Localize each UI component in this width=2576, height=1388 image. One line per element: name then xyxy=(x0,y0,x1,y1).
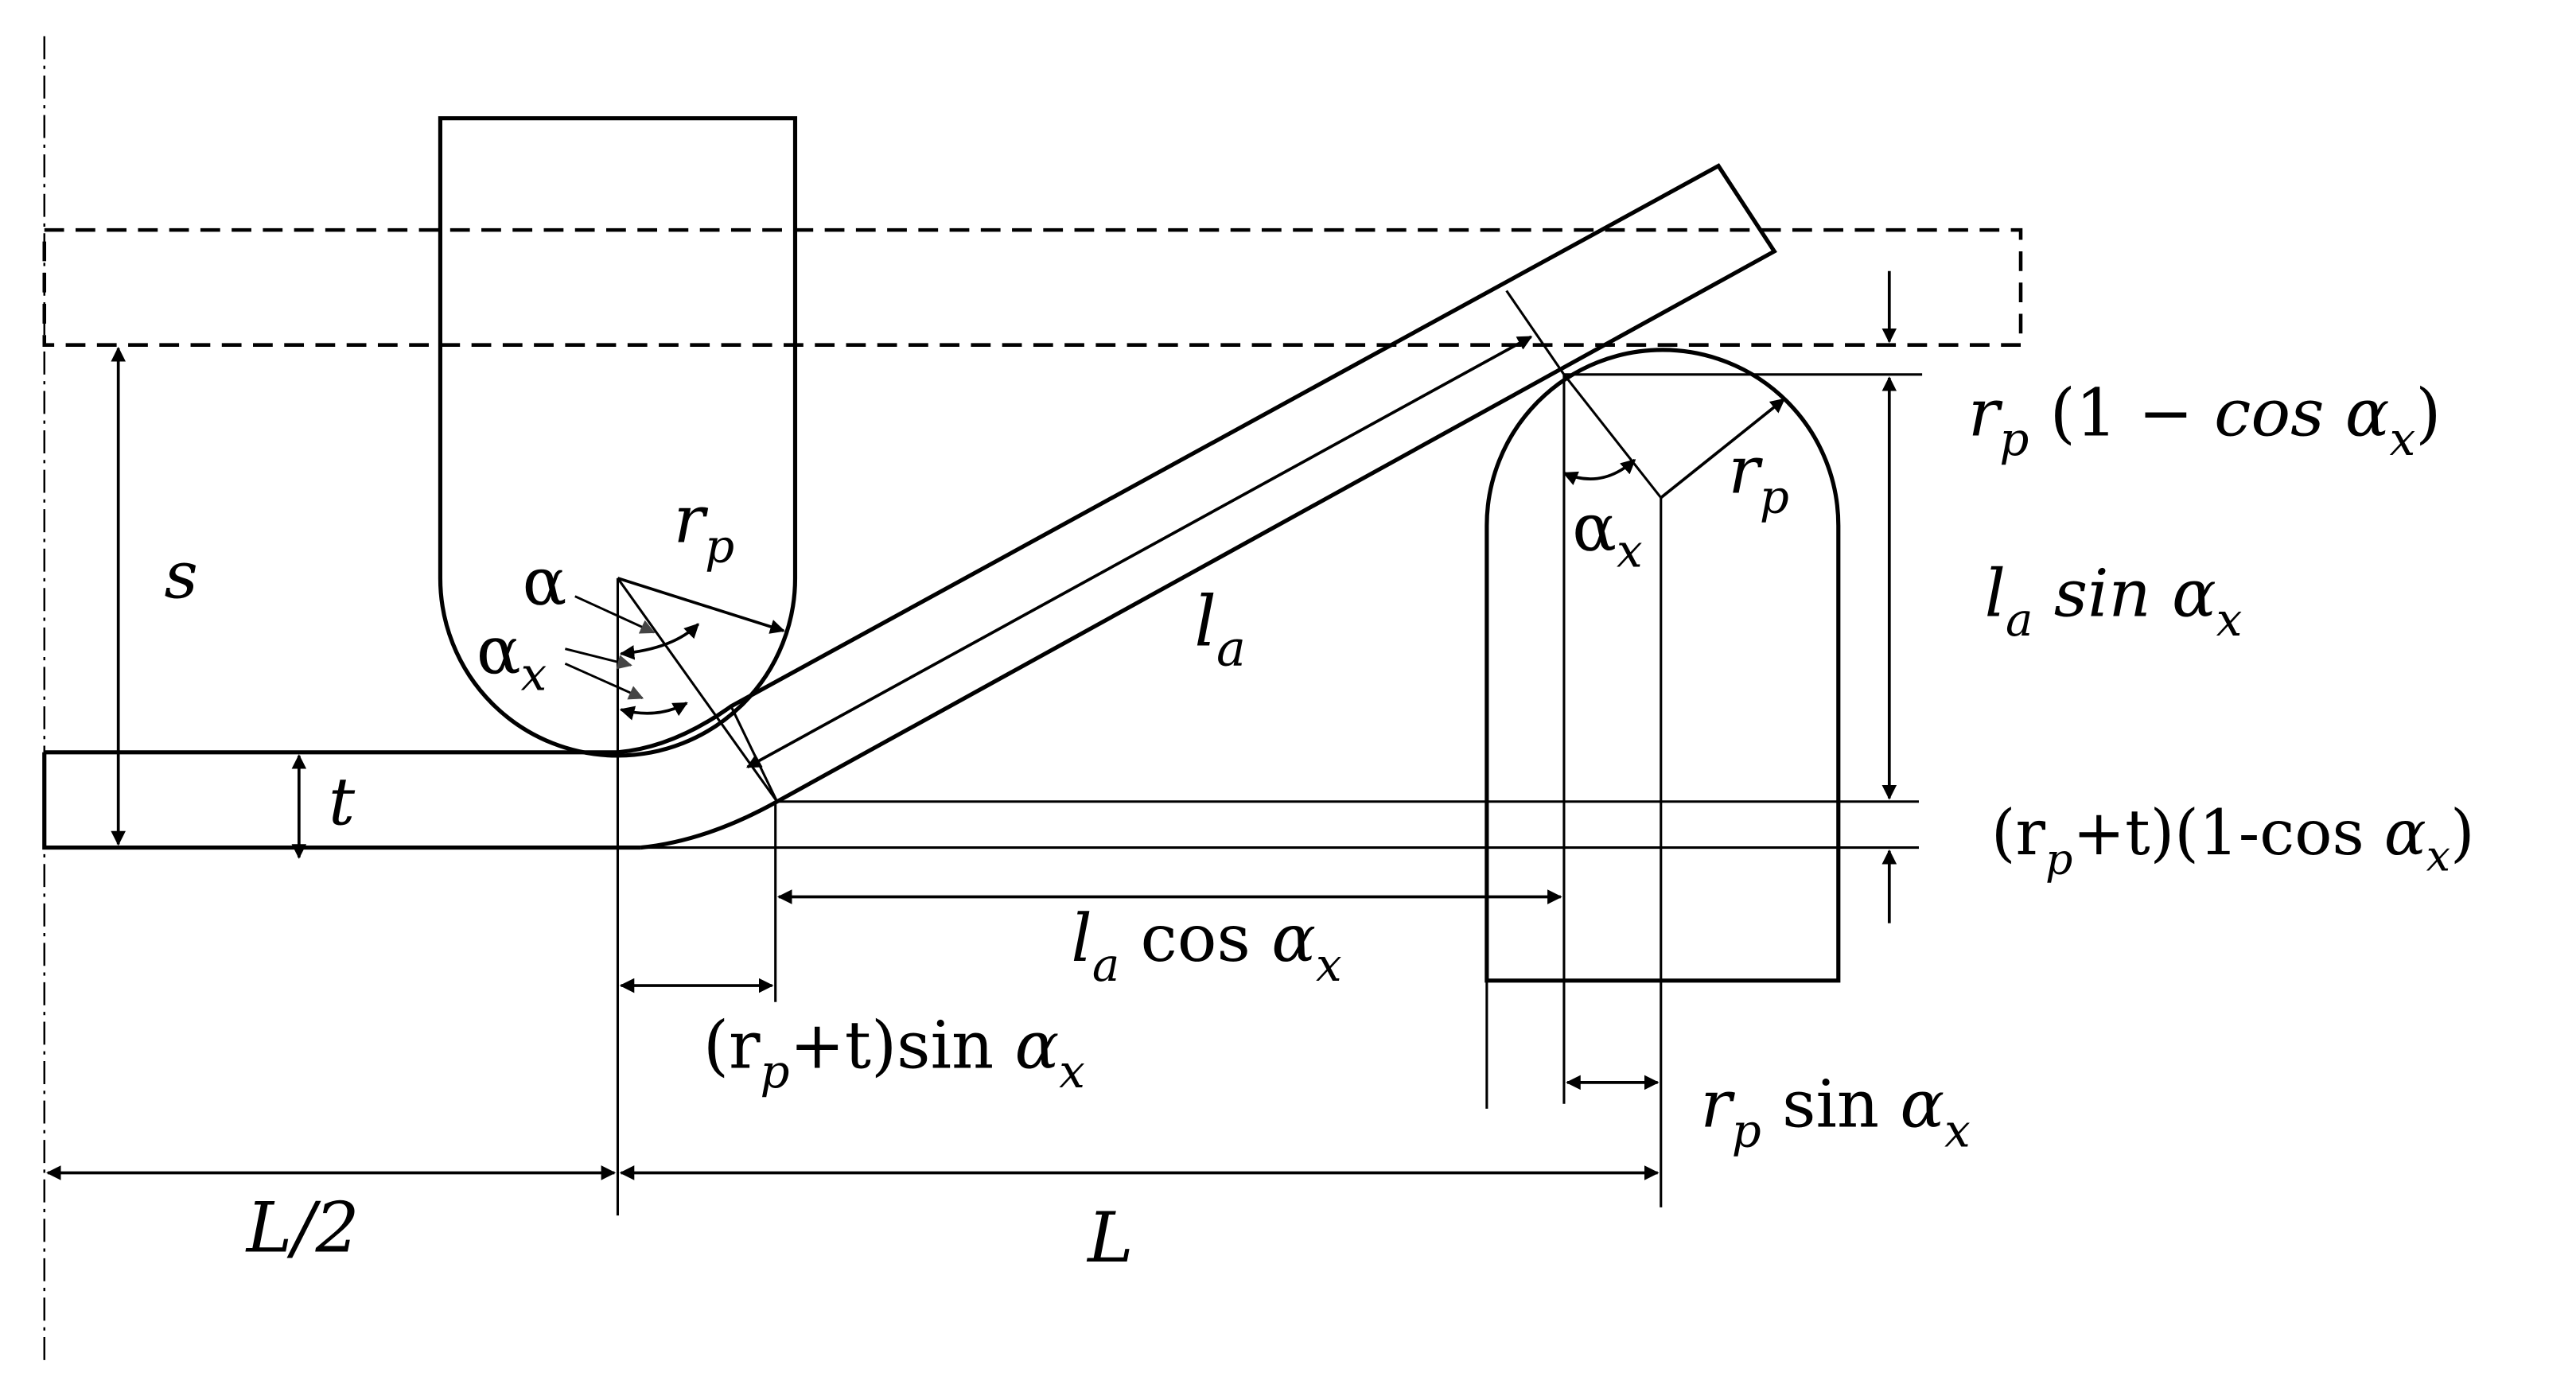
punch-rp-dimension xyxy=(617,577,785,634)
label-t: t xyxy=(329,764,356,841)
label-la: la xyxy=(1194,582,1246,678)
die-tool xyxy=(1485,348,1841,983)
alpha-arc xyxy=(619,623,699,660)
label-s: s xyxy=(165,538,198,614)
label-rpt-sin: (rp+t)sin αx xyxy=(703,1007,1085,1098)
die-radius-line xyxy=(1562,373,1662,499)
label-rp-sin: rp sin αx xyxy=(1700,1067,1970,1158)
label-rp-die: rp xyxy=(1728,433,1789,524)
label-alpha-x-right: αx xyxy=(1572,490,1642,578)
label-rp-1-cos: rp (1 − cos αx) xyxy=(1968,375,2442,466)
sheet-flat-part xyxy=(42,750,641,850)
label-alpha-x-left: αx xyxy=(477,613,547,702)
arm-perpendicular-top xyxy=(1505,290,1566,375)
alpha-x-leader-1 xyxy=(565,647,632,670)
initial-position-band xyxy=(42,227,2023,347)
label-rp-punch: rp xyxy=(674,481,735,573)
label-la-sin: la sin αx xyxy=(1985,555,2243,647)
la-dimension xyxy=(745,335,1533,769)
alpha-leader xyxy=(574,595,656,634)
alpha-x-arc-left xyxy=(619,702,688,721)
label-l-half: L/2 xyxy=(245,1188,360,1269)
alpha-x-arc-right xyxy=(1562,458,1636,485)
label-alpha: α xyxy=(523,544,567,620)
label-rpt-1-cos: (rp+t)(1-cos αx) xyxy=(1991,796,2475,885)
label-l: L xyxy=(1086,1198,1134,1278)
alpha-x-leader-2 xyxy=(564,662,644,700)
sheet-inclined-arm xyxy=(617,163,1777,850)
die-rp-dimension xyxy=(1660,398,1786,500)
label-la-cos: la cos αx xyxy=(1071,900,1341,992)
